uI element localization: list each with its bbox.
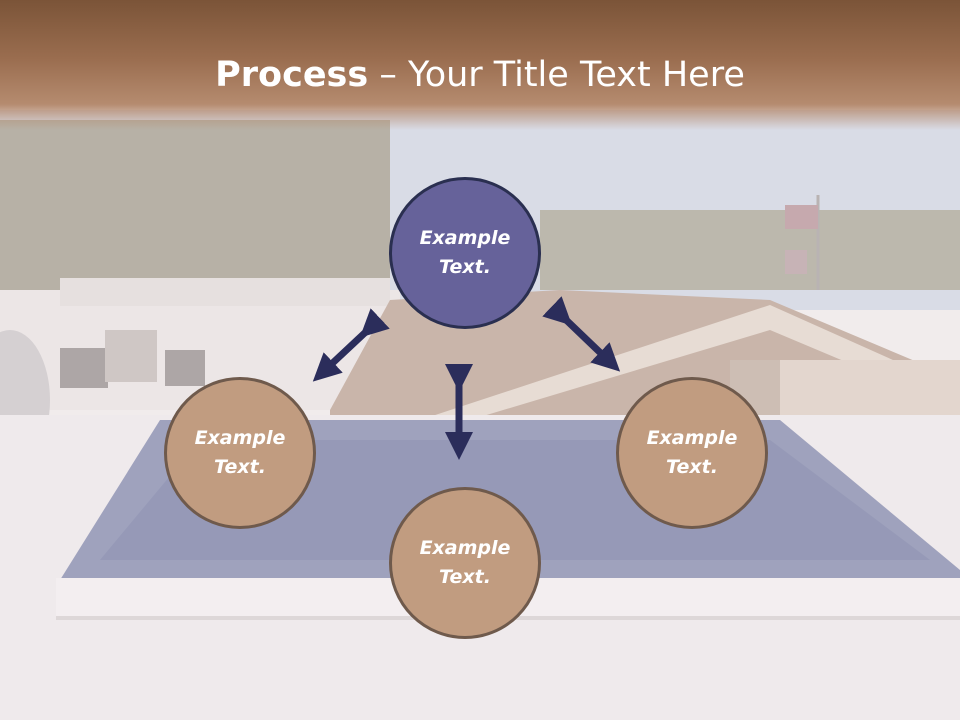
process-node-top-label: Example Text. (419, 227, 511, 278)
process-node-right-label: Example Text. (646, 427, 738, 478)
process-node-top: Example Text. (389, 177, 541, 329)
process-node-left: Example Text. (164, 377, 316, 529)
process-node-left-label: Example Text. (194, 427, 286, 478)
title-bar (0, 0, 960, 130)
arrow-top-right (542, 296, 621, 372)
slide-title: Process – Your Title Text Here (0, 50, 960, 100)
process-node-bottom-label: Example Text. (419, 537, 511, 588)
process-node-bottom: Example Text. (389, 487, 541, 639)
arrow-top-left (312, 308, 390, 382)
process-node-right: Example Text. (616, 377, 768, 529)
title-rest: – Your Title Text Here (368, 55, 745, 95)
title-bold: Process (215, 55, 369, 95)
